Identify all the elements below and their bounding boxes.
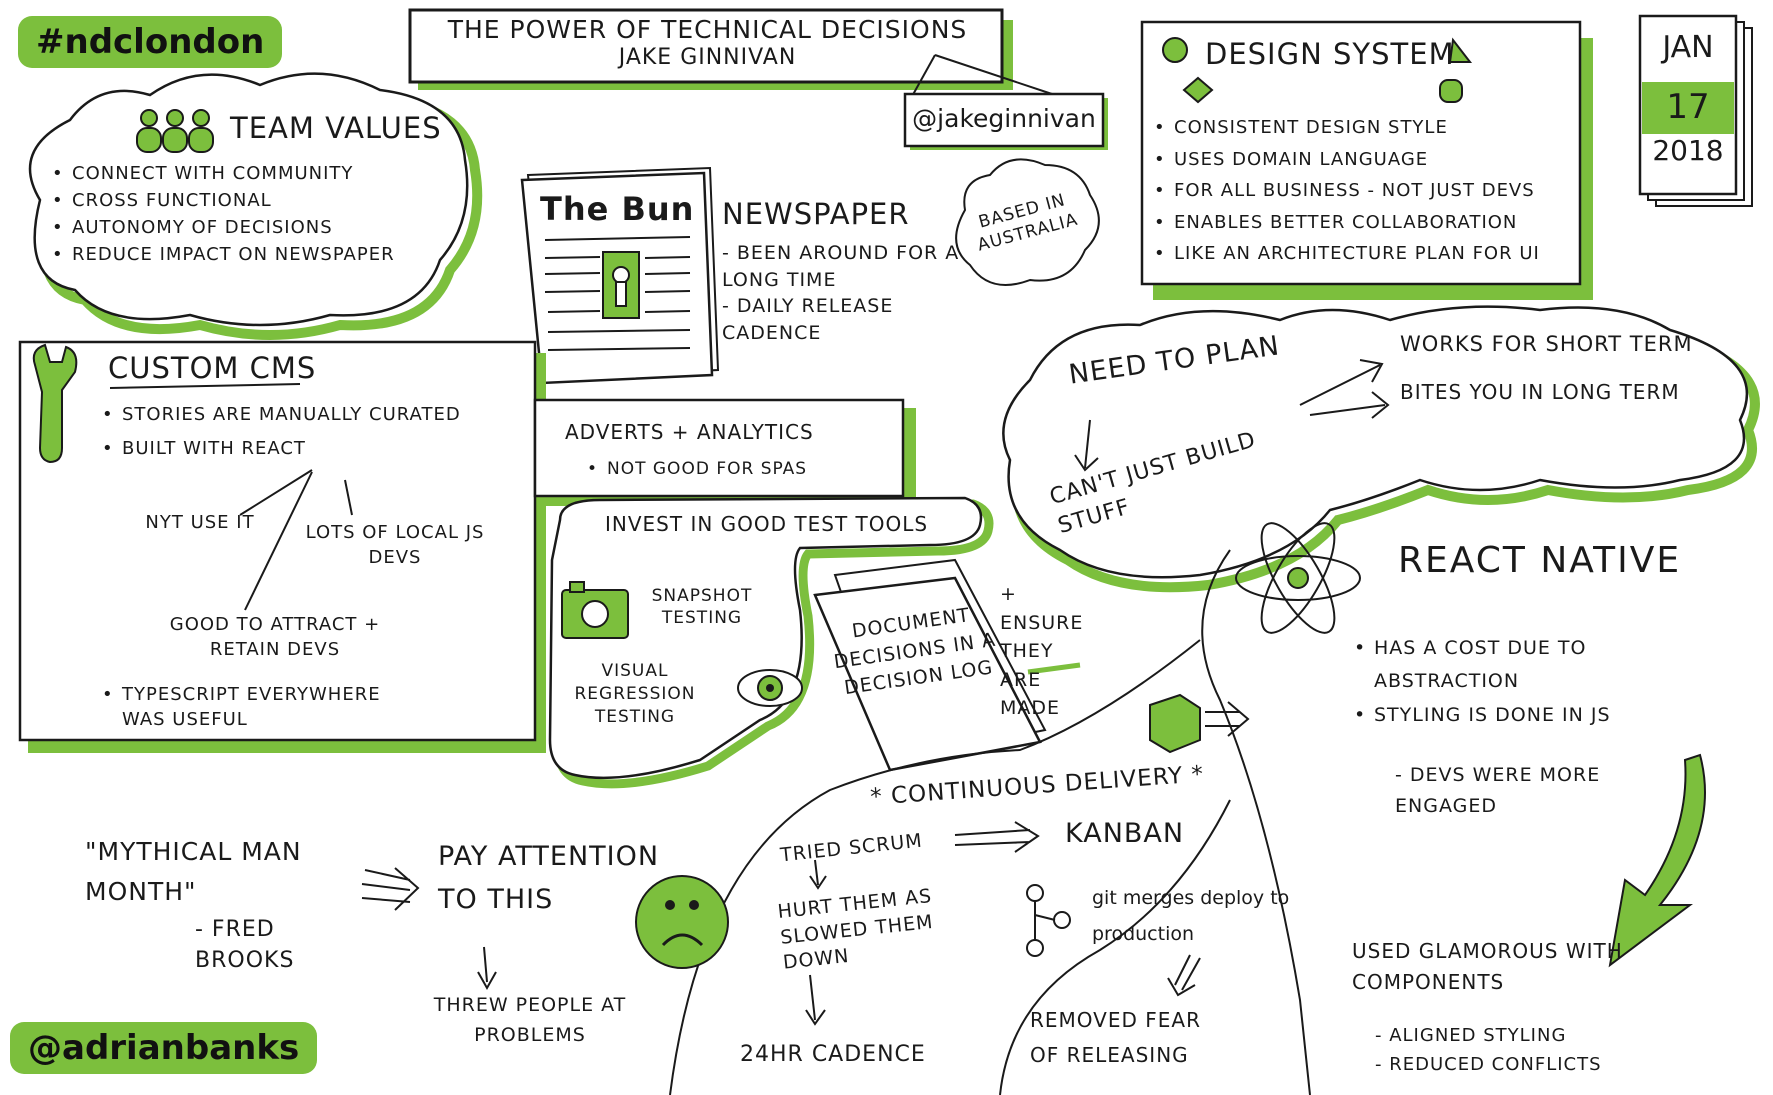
- cadence-24hr: 24hr cadence: [740, 1042, 926, 1067]
- removed-fear: Removed fear of releasing: [1030, 1008, 1201, 1067]
- list-item: Autonomy of decisions: [50, 214, 395, 241]
- talk-speaker: Jake Ginnivan: [618, 44, 797, 70]
- newspaper-title: Newspaper: [722, 197, 910, 231]
- list-item: Reduce impact on newspaper: [50, 241, 395, 268]
- long-term: Bites you in long term: [1400, 380, 1680, 404]
- list-item: Styling is done in JS: [1352, 699, 1682, 733]
- people-icon: [135, 108, 215, 158]
- cms-last-list: Typescript everywhere was useful: [100, 682, 430, 732]
- visual-regression-testing: Visual regression testing: [574, 661, 696, 727]
- git-branch-icon: [1025, 883, 1070, 958]
- test-tools-title: Invest in good test tools: [605, 512, 929, 536]
- people-icon-svg: [136, 109, 214, 153]
- event-hashtag: #ndclondon: [18, 16, 283, 68]
- list-item: Connect with community: [50, 160, 395, 187]
- newspaper-points: - Been around for a long time - Daily re…: [722, 240, 962, 346]
- threw-people: Threw people at problems: [433, 994, 627, 1047]
- snapshot-testing: Snapshot testing: [651, 586, 753, 629]
- custom-cms-title: Custom CMS: [108, 351, 317, 385]
- react-native-list: Has a cost due to abstraction Styling is…: [1352, 632, 1682, 732]
- git-merges: git merges deploy to production: [1092, 887, 1290, 946]
- list-item: Stories are manually curated: [100, 398, 461, 432]
- newspaper-point: - Been around for a long time: [722, 242, 960, 291]
- list-item: For all business - not just devs: [1152, 175, 1540, 207]
- mythical-quote: "Mythical Man Month": [85, 837, 302, 906]
- list-item: Not good for SPAs: [585, 458, 807, 482]
- list-item: Uses domain language: [1152, 144, 1540, 176]
- glamorous-points: - Aligned styling - Reduced conflicts: [1375, 1022, 1602, 1080]
- speaker-handle: @jakeginnivan: [912, 104, 1096, 133]
- author-handle: @adrianbanks: [10, 1022, 318, 1074]
- date-month: JAN: [1662, 30, 1714, 65]
- date-calendar: JAN 17 2018: [1640, 30, 1736, 167]
- sad-face-icon: [636, 876, 728, 968]
- kanban: Kanban: [1065, 818, 1185, 849]
- newspaper-point: - Daily release cadence: [722, 295, 894, 344]
- list-item: Consistent design style: [1152, 112, 1540, 144]
- team-values-list: Connect with community Cross functional …: [50, 160, 395, 268]
- list-item: Cross functional: [50, 187, 395, 214]
- cms-branch: NYT use it: [145, 512, 255, 533]
- talk-title: The Power of Technical Decisions: [447, 15, 968, 44]
- devs-engaged: - Devs were more engaged: [1395, 764, 1601, 818]
- glamorous-point: - Aligned styling: [1375, 1025, 1567, 1046]
- newspaper-masthead: The Bun: [540, 190, 695, 228]
- list-item: Has a cost due to abstraction: [1352, 632, 1682, 699]
- design-system-list: Consistent design style Uses domain lang…: [1152, 112, 1540, 270]
- design-system-title: Design System: [1205, 37, 1455, 71]
- list-item: Like an architecture plan for UI: [1152, 238, 1540, 270]
- list-item: Typescript everywhere was useful: [100, 682, 430, 732]
- mythical-author: - Fred Brooks: [195, 917, 295, 973]
- react-native-title: React Native: [1398, 540, 1682, 581]
- pay-attention: Pay attention to this: [438, 841, 660, 916]
- adverts-title: Adverts + Analytics: [565, 420, 814, 444]
- used-glamorous: Used Glamorous with components: [1352, 939, 1623, 994]
- custom-cms-list: Stories are manually curated Built with …: [100, 398, 461, 467]
- cms-branch: Good to attract + retain devs: [169, 614, 381, 661]
- glamorous-point: - Reduced conflicts: [1375, 1053, 1602, 1075]
- list-item: Enables better collaboration: [1152, 207, 1540, 239]
- atom-icon: [1236, 548, 1360, 612]
- date-year: 2018: [1652, 134, 1724, 167]
- cms-branch: Lots of local JS devs: [305, 522, 485, 569]
- date-day: 17: [1666, 87, 1710, 127]
- camera-icon: [560, 580, 630, 640]
- package-icon: [1148, 692, 1203, 754]
- team-values-title: Team Values: [230, 111, 442, 145]
- short-term: Works for short term: [1400, 332, 1693, 356]
- eye-icon: [738, 670, 802, 706]
- talk-header: The Power of Technical Decisions Jake Gi…: [420, 15, 995, 70]
- list-item: Built with React: [100, 432, 461, 466]
- adverts-list: Not good for SPAs: [585, 458, 807, 482]
- decision-log-note: + ensure they are made: [1000, 583, 1084, 719]
